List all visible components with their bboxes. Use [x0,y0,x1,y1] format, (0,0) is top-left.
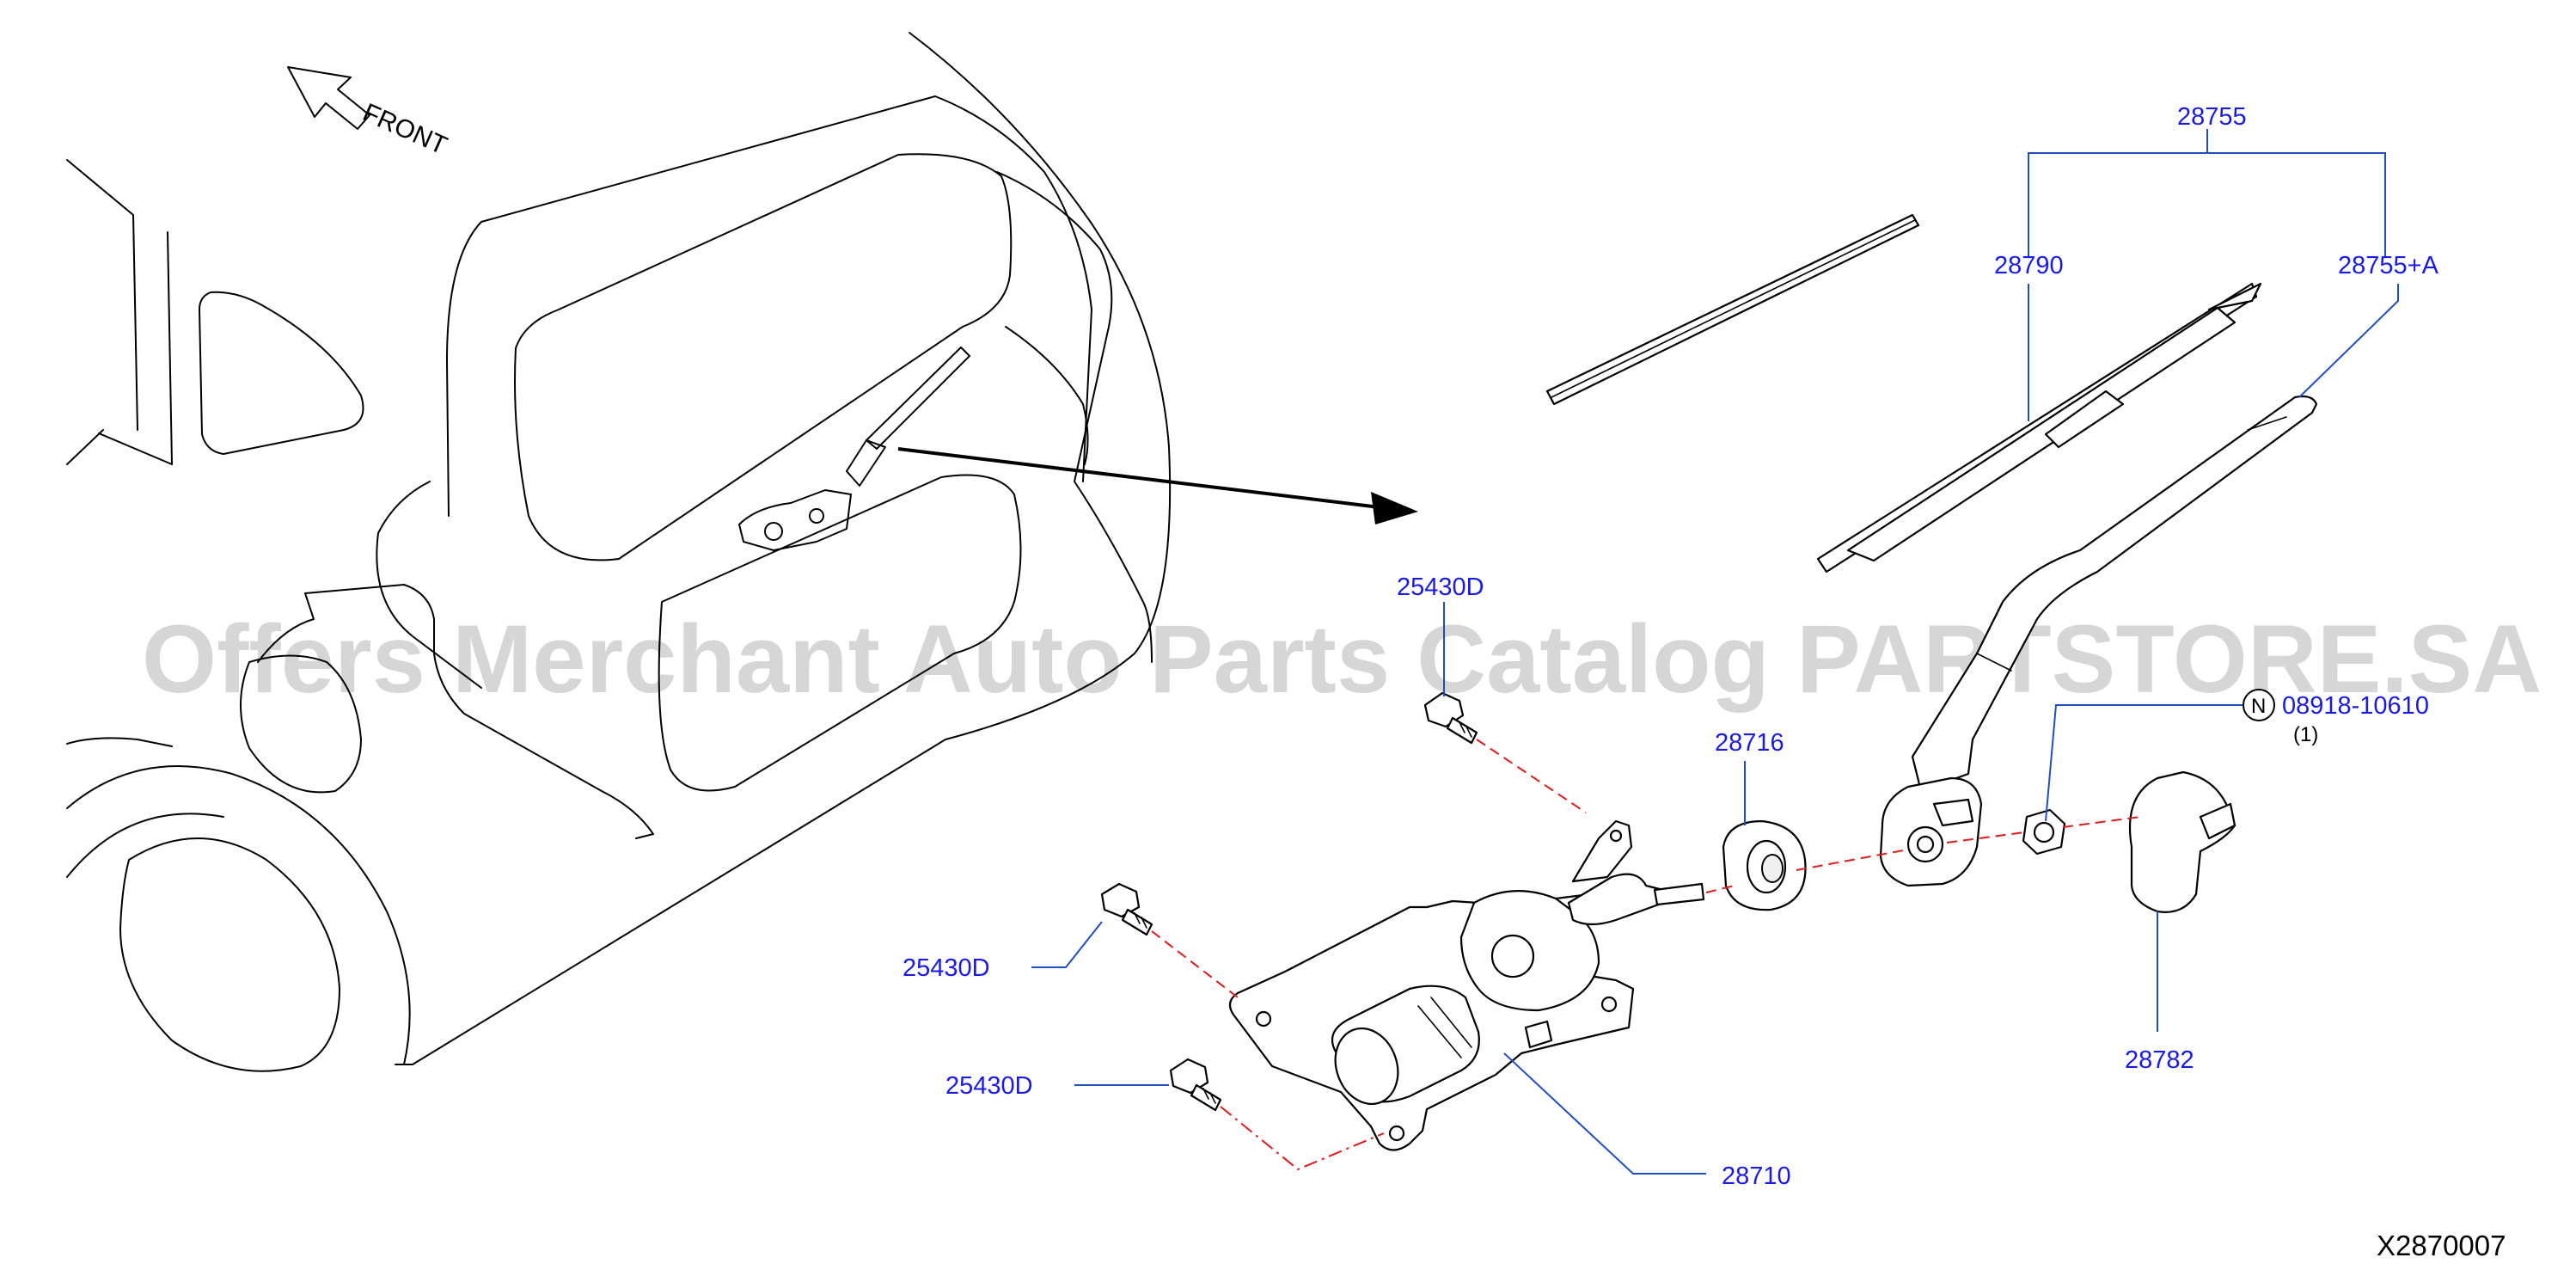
bolt-lower [1169,1058,1222,1112]
label-28790[interactable]: 28790 [1994,252,2064,279]
bolt-middle [1100,882,1153,936]
label-28755-a[interactable]: 28755+A [2338,252,2439,279]
label-25430d-top[interactable]: 25430D [1397,574,1484,601]
wiper-blade [1816,282,2262,574]
pointer-arrow [897,447,1418,525]
leader-lines [1031,129,2399,1175]
label-28755[interactable]: 28755 [2177,103,2247,131]
wiper-motor [1228,819,1705,1151]
front-arrow-icon [287,66,370,130]
assembly-lines [1151,739,2141,1171]
nut [2022,808,2066,856]
badge-letter: N [2251,695,2266,718]
front-label: FRONT [358,98,451,160]
watermark-text: Offers Merchant Auto Parts Catalog PARTS… [142,605,2542,713]
arm-cover-cap [2128,770,2236,913]
label-28716[interactable]: 28716 [1715,729,1784,757]
label-08918-qty: (1) [2293,723,2318,746]
bolt-top [1423,691,1478,745]
supplied-nut-badge: N [2243,689,2275,721]
wiper-refill-strip [1545,213,1920,406]
label-28710[interactable]: 28710 [1722,1163,1791,1190]
diagram-code: X2870007 [2377,1230,2506,1261]
label-08918-10610[interactable]: 08918-10610 [2282,692,2429,720]
vehicle-rear-outline [66,32,1172,1072]
pivot-cap [1722,819,1807,911]
wiper-arm [1879,395,2318,887]
label-28782[interactable]: 28782 [2125,1046,2194,1074]
label-25430d-middle[interactable]: 25430D [903,954,990,982]
label-25430d-lower[interactable]: 25430D [945,1072,1033,1100]
